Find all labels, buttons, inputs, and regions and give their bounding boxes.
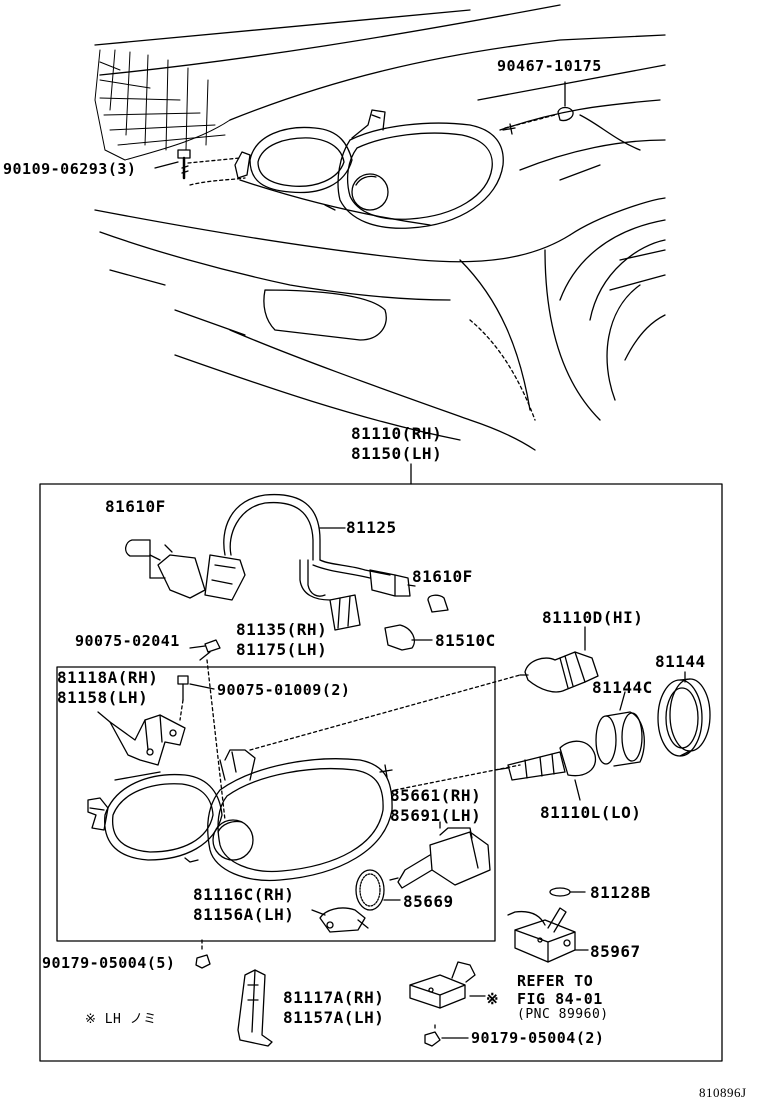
cap-81144-icon [657, 678, 711, 757]
label-fig-ref: FIG 84-01 [517, 990, 603, 1008]
label-cap-81144: 81144 [655, 652, 706, 671]
bulb-81510c-icon [384, 624, 415, 651]
nut-bottom-icon [424, 1031, 441, 1047]
label-screw-top-left: 90109-06293(3) [3, 160, 137, 178]
label-bracket2-rh: 81116C(RH) [193, 885, 295, 904]
dash-line [249, 674, 521, 751]
computer-85967-icon [507, 907, 576, 963]
label-gasket-81128b: 81128B [590, 883, 651, 902]
dash-line [206, 659, 226, 821]
leader-line [154, 161, 179, 169]
label-nut-left: 90179-05004(5) [42, 954, 176, 972]
label-cap-81144c: 81144C [592, 678, 653, 697]
cap-81144c-icon [595, 711, 645, 767]
leveling-motor-icon [389, 827, 491, 889]
label-cover-rh: 81117A(RH) [283, 988, 385, 1007]
dash-line [394, 764, 521, 791]
label-socket-rh: 81135(RH) [236, 620, 328, 639]
label-socket-lh: 81175(LH) [236, 640, 328, 659]
label-assy-rh: 81110(RH) [351, 424, 443, 443]
label-wire: 81125 [346, 518, 397, 537]
label-ring-85669: 85669 [403, 892, 454, 911]
label-screw-01009: 90075-01009(2) [217, 681, 351, 699]
leader-line [97, 711, 111, 723]
label-bulb-lo: 81110L(LO) [540, 803, 642, 822]
bolt-top-right-icon [557, 81, 574, 122]
label-bulb-left: 81610F [105, 497, 166, 516]
figure-code: 810896J [699, 1085, 747, 1100]
note-lh-only: ※ LH ノミ [85, 1012, 157, 1027]
label-cover-lh: 81157A(LH) [283, 1008, 385, 1027]
bulb-hi-icon [519, 651, 599, 693]
headlamp-housing-illustration [87, 749, 393, 882]
vehicle-front-illustration [94, 4, 666, 451]
label-nut-bottom: 90179-05004(2) [471, 1029, 605, 1047]
label-pnc-ref: (PNC 89960) [517, 1007, 609, 1022]
label-bulb-right: 81610F [412, 567, 473, 586]
lh-bracket-icon [237, 969, 273, 1047]
label-motor-lh: 85691(LH) [390, 806, 482, 825]
leader-line [189, 683, 215, 690]
label-computer-85967: 85967 [590, 942, 641, 961]
screw-top-left-icon [177, 149, 191, 180]
housing-subframe [56, 666, 496, 942]
nut-left-icon [195, 954, 211, 969]
label-screw-02041: 90075-02041 [75, 632, 180, 650]
bulb-lo-icon [494, 740, 597, 781]
label-bracket-lh: 81158(LH) [57, 688, 149, 707]
label-motor-rh: 85661(RH) [390, 786, 482, 805]
assembly-frame [39, 483, 723, 1062]
screw-01009-icon [177, 675, 189, 701]
bracket-81118a-icon [109, 714, 186, 766]
label-bulb-hi: 81110D(HI) [542, 608, 644, 627]
label-bracket2-lh: 81156A(LH) [193, 905, 295, 924]
label-assy-lh: 81150(LH) [351, 444, 443, 463]
label-bulb-81510c: 81510C [435, 631, 496, 650]
leader-line [574, 779, 581, 801]
bracket-81116c-icon [319, 907, 369, 933]
label-refer-to: REFER TO [517, 972, 594, 990]
dash-line [179, 699, 184, 721]
screw-02041-icon [199, 639, 221, 661]
cover-81117a-icon [409, 961, 476, 1009]
leader-line [311, 909, 326, 916]
ring-85669-icon [355, 869, 385, 911]
wiring-harness-illustration [125, 493, 416, 631]
leader-line [619, 691, 626, 711]
leader-line [189, 645, 206, 649]
label-bolt-top-right: 90467-10175 [497, 57, 602, 75]
label-bracket-rh: 81118A(RH) [57, 668, 159, 687]
gasket-81128b-icon [549, 887, 571, 897]
marker-asterisk: ※ [486, 990, 500, 1008]
bulb-81610f-right-icon [427, 594, 449, 613]
